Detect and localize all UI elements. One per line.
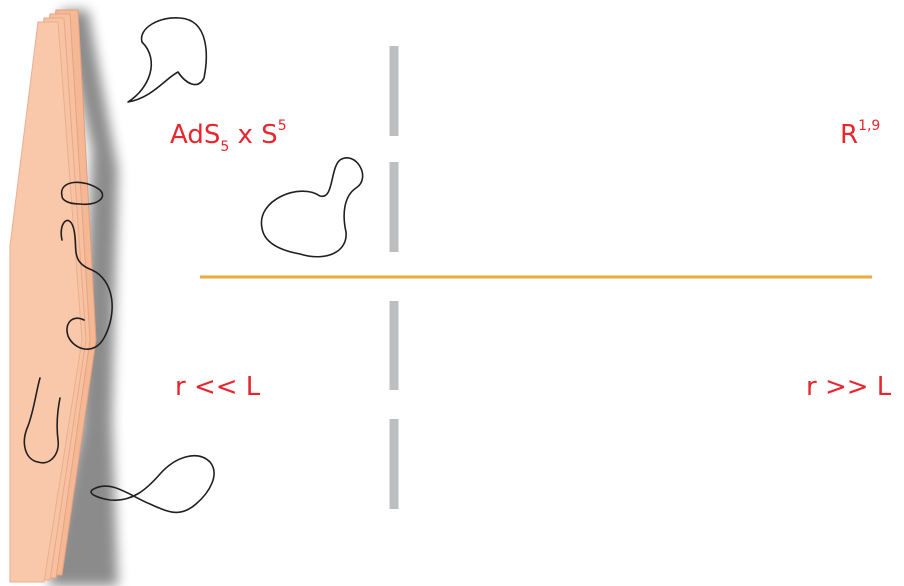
- brane-sheet: [9, 21, 83, 583]
- closed-string-loop: [90, 454, 215, 514]
- open-string: [60, 219, 113, 350]
- near-space-label: AdS5 x S5: [170, 118, 287, 155]
- closed-string-loop: [127, 17, 208, 103]
- brane-stack: [9, 9, 97, 583]
- open-string: [23, 377, 61, 464]
- open-string: [61, 181, 104, 206]
- far-region-label: r >> L: [806, 372, 892, 402]
- closed-string-loop: [260, 157, 364, 258]
- near-region-label: r << L: [175, 372, 261, 402]
- brane-shadow: [48, 10, 118, 586]
- far-space-label: R1,9: [840, 118, 880, 150]
